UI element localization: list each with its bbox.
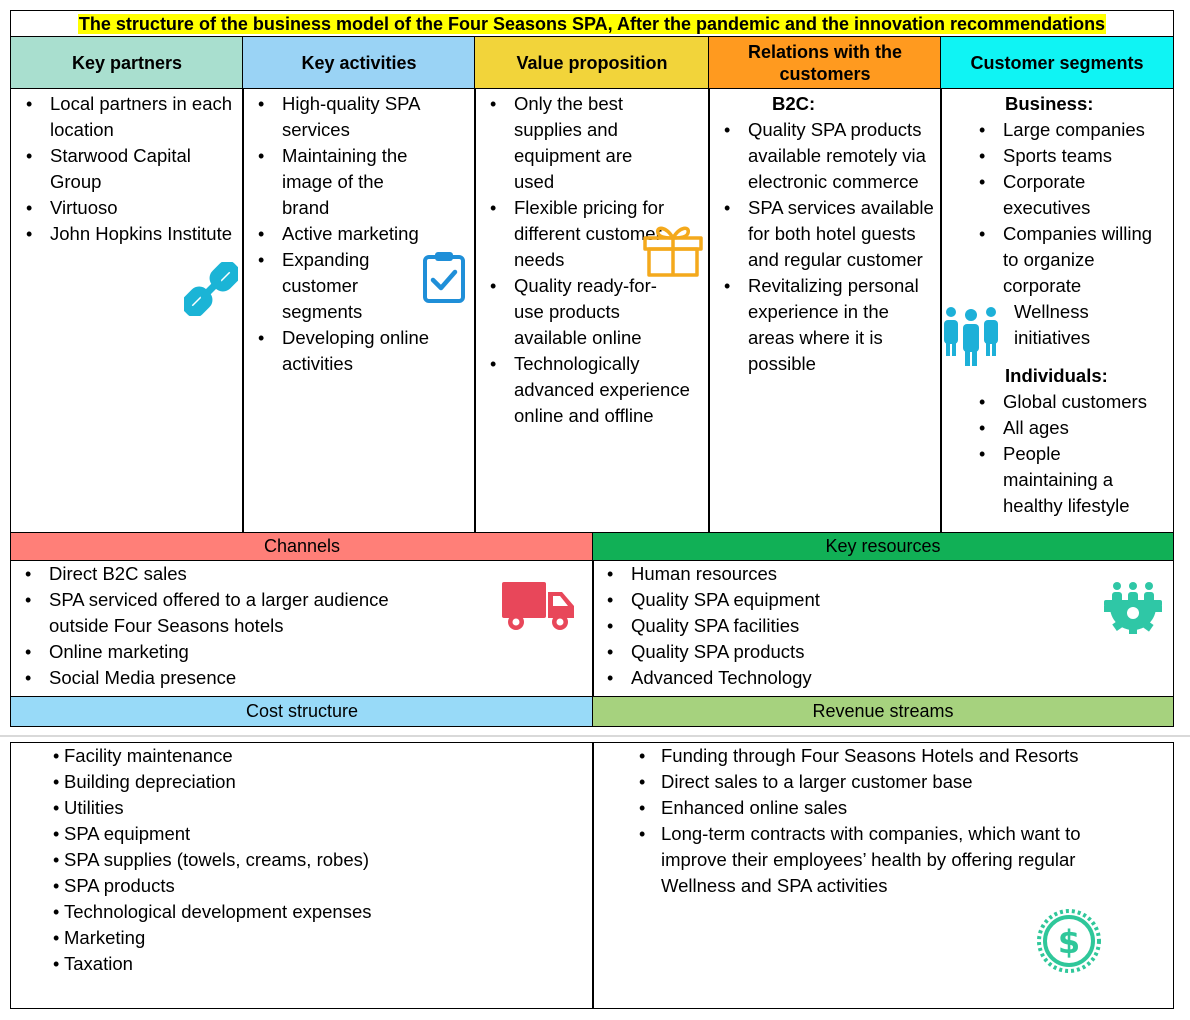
individuals-list: Global customers All ages People maintai… bbox=[973, 389, 1169, 519]
header-value-proposition: Value proposition bbox=[474, 36, 710, 89]
clipboard-check-icon bbox=[423, 252, 465, 303]
list-item: Quality SPA facilities bbox=[601, 613, 1169, 639]
list-item: Funding through Four Seasons Hotels and … bbox=[633, 743, 1123, 769]
value-proposition-list: Only the best supplies and equipment are… bbox=[484, 91, 705, 429]
header-channels: Channels bbox=[10, 532, 594, 561]
list-item: Flexible pricing for different customer … bbox=[484, 195, 705, 273]
business-heading: Business: bbox=[1005, 93, 1094, 114]
list-item: Active marketing bbox=[252, 221, 471, 247]
list-item: Building depreciation bbox=[47, 769, 589, 795]
cell-key-activities: High-quality SPA services Maintaining th… bbox=[242, 88, 476, 533]
list-item: Virtuoso bbox=[20, 195, 237, 221]
cost-structure-list: Facility maintenance Building depreciati… bbox=[21, 743, 589, 977]
business-continuation: Wellness initiatives bbox=[1014, 301, 1091, 348]
list-item: Quality SPA equipment bbox=[601, 587, 1169, 613]
list-item: Starwood Capital Group bbox=[20, 143, 237, 195]
list-item: SPA services available for both hotel gu… bbox=[718, 195, 937, 273]
list-item: Social Media presence bbox=[19, 665, 589, 691]
list-item: Enhanced online sales bbox=[633, 795, 1123, 821]
list-item: SPA equipment bbox=[47, 821, 589, 847]
revenue-streams-list: Funding through Four Seasons Hotels and … bbox=[603, 743, 1123, 899]
cell-customer-segments: Business: Large companies Sports teams C… bbox=[940, 88, 1174, 533]
header-key-partners: Key partners bbox=[10, 36, 244, 89]
svg-text:$: $ bbox=[1058, 923, 1080, 961]
header-key-activities: Key activities bbox=[242, 36, 476, 89]
divider bbox=[0, 735, 1190, 737]
business-list: Large companies Sports teams Corporate e… bbox=[973, 117, 1169, 299]
list-item: Taxation bbox=[47, 951, 589, 977]
cell-cost-structure: Facility maintenance Building depreciati… bbox=[10, 742, 594, 1009]
channels-list: Direct B2C sales SPA serviced offered to… bbox=[19, 561, 589, 691]
list-item: Direct sales to a larger customer base bbox=[633, 769, 1123, 795]
list-item: Quality ready-for-use products available… bbox=[484, 273, 705, 351]
list-item: Developing online activities bbox=[252, 325, 471, 377]
header-key-resources: Key resources bbox=[592, 532, 1174, 561]
cell-relations: B2C: Quality SPA products available remo… bbox=[708, 88, 942, 533]
list-item: Sports teams bbox=[973, 143, 1169, 169]
header-revenue-streams: Revenue streams bbox=[592, 696, 1174, 727]
list-item: Global customers bbox=[973, 389, 1169, 415]
header-customer-segments: Customer segments bbox=[940, 36, 1174, 89]
relations-list: Quality SPA products available remotely … bbox=[718, 117, 937, 377]
list-item: SPA products bbox=[47, 873, 589, 899]
list-item: Maintaining the image of the brand bbox=[252, 143, 471, 221]
list-item: Revitalizing personal experience in the … bbox=[718, 273, 937, 377]
page-title: The structure of the business model of t… bbox=[10, 10, 1174, 37]
list-item: Facility maintenance bbox=[47, 743, 589, 769]
team-gear-icon bbox=[1104, 582, 1162, 634]
cell-value-proposition: Only the best supplies and equipment are… bbox=[474, 88, 710, 533]
list-item: Human resources bbox=[601, 561, 1169, 587]
list-item: Technological development expenses bbox=[47, 899, 589, 925]
list-item: All ages bbox=[973, 415, 1169, 441]
list-item: Online marketing bbox=[19, 639, 589, 665]
link-icon bbox=[184, 262, 238, 316]
list-item: SPA supplies (towels, creams, robes) bbox=[47, 847, 589, 873]
list-item: Companies willing to organize corporate bbox=[973, 221, 1169, 299]
list-item: SPA serviced offered to a larger audienc… bbox=[19, 587, 589, 639]
list-item: Corporate executives bbox=[973, 169, 1169, 221]
individuals-heading: Individuals: bbox=[1005, 365, 1108, 386]
key-resources-list: Human resources Quality SPA equipment Qu… bbox=[601, 561, 1169, 691]
list-item: High-quality SPA services bbox=[252, 91, 471, 143]
key-activities-list: High-quality SPA services Maintaining th… bbox=[252, 91, 471, 377]
list-item: Marketing bbox=[47, 925, 589, 951]
list-item: Large companies bbox=[973, 117, 1169, 143]
cell-channels: Direct B2C sales SPA serviced offered to… bbox=[10, 560, 594, 697]
list-item: John Hopkins Institute bbox=[20, 221, 237, 247]
cell-revenue-streams: Funding through Four Seasons Hotels and … bbox=[592, 742, 1174, 1009]
list-item: Expanding customer segments bbox=[252, 247, 471, 325]
list-item: Technologically advanced experience onli… bbox=[484, 351, 705, 429]
list-item: Quality SPA products available remotely … bbox=[718, 117, 937, 195]
cell-key-resources: Human resources Quality SPA equipment Qu… bbox=[592, 560, 1174, 697]
list-item: Utilities bbox=[47, 795, 589, 821]
header-relations: Relations with the customers bbox=[708, 36, 942, 89]
list-item: Long-term contracts with companies, whic… bbox=[633, 821, 1123, 899]
people-icon bbox=[944, 307, 998, 366]
list-item: Direct B2C sales bbox=[19, 561, 589, 587]
relations-subheading: B2C: bbox=[772, 93, 816, 114]
list-item: Quality SPA products bbox=[601, 639, 1169, 665]
list-item: Local partners in each location bbox=[20, 91, 237, 143]
cell-key-partners: Local partners in each location Starwood… bbox=[10, 88, 244, 533]
list-item: People maintaining a healthy lifestyle bbox=[973, 441, 1169, 519]
truck-icon bbox=[502, 582, 574, 630]
list-item: Only the best supplies and equipment are… bbox=[484, 91, 705, 195]
dollar-coin-icon: $ bbox=[1037, 909, 1101, 973]
gift-icon bbox=[643, 226, 703, 277]
header-cost-structure: Cost structure bbox=[10, 696, 594, 727]
key-partners-list: Local partners in each location Starwood… bbox=[20, 91, 237, 247]
list-item: Advanced Technology bbox=[601, 665, 1169, 691]
